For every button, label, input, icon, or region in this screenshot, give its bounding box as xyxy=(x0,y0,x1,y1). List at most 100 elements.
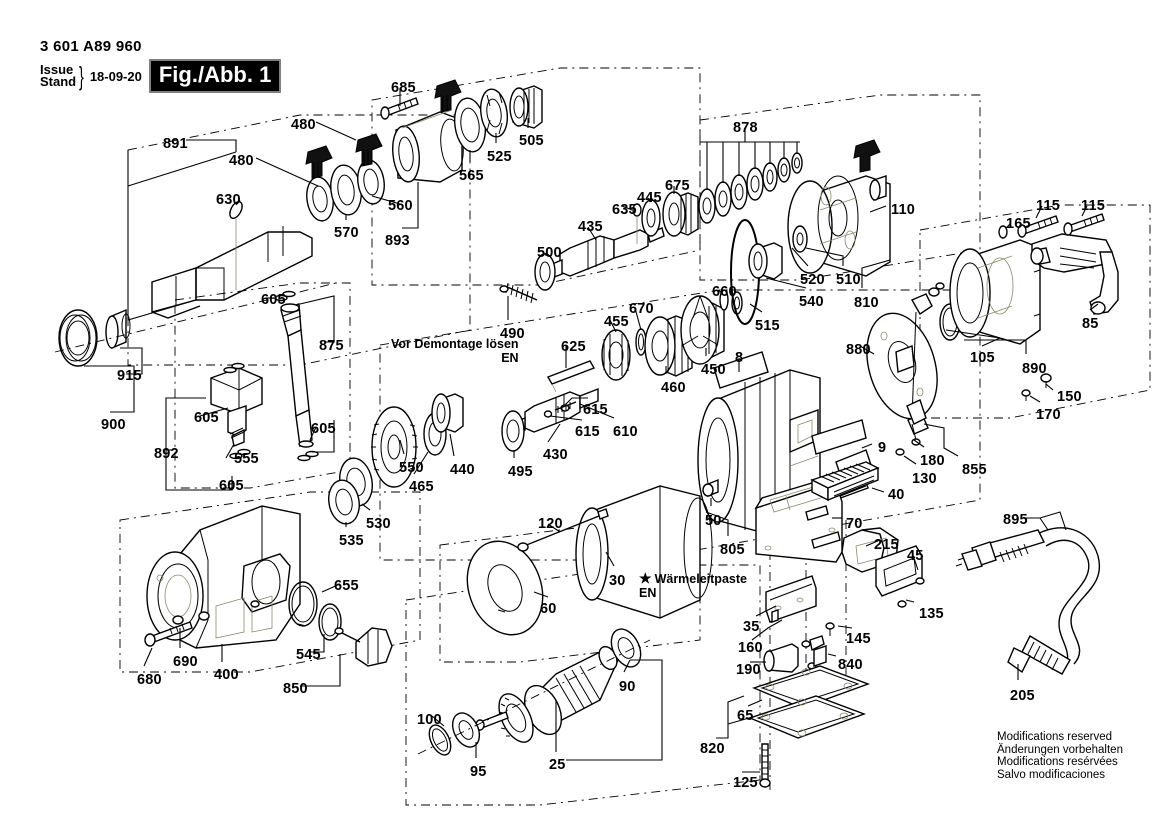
callout-540: 540 xyxy=(799,294,824,310)
callout-480: 480 xyxy=(229,153,254,169)
callout-915: 915 xyxy=(117,368,142,384)
callout-670: 670 xyxy=(629,301,654,317)
callout-810: 810 xyxy=(854,295,879,311)
callout-145: 145 xyxy=(846,631,871,647)
callout-400: 400 xyxy=(214,667,239,683)
callout-110: 110 xyxy=(891,202,915,218)
title-block: 3 601 A89 960 Issue Stand } 18-09-20 Fig… xyxy=(40,38,282,93)
callout-25: 25 xyxy=(549,757,566,773)
issue-date: 18-09-20 xyxy=(89,68,142,84)
callout-115: 115 xyxy=(1081,198,1105,214)
callout-70: 70 xyxy=(846,516,863,532)
callout-445: 445 xyxy=(637,190,662,206)
callout-615: 615 xyxy=(583,402,608,418)
spindle-assembly-891 xyxy=(151,201,313,319)
callout-100: 100 xyxy=(417,712,442,728)
bearing-510 xyxy=(792,225,808,253)
callout-150: 150 xyxy=(1057,389,1082,405)
callout-850: 850 xyxy=(283,681,308,697)
callout-450: 450 xyxy=(701,362,726,378)
callout-60: 60 xyxy=(540,601,557,617)
selector-knob-850 xyxy=(334,627,393,667)
callout-550: 550 xyxy=(399,460,424,476)
ring-545 xyxy=(318,603,342,641)
callout-125: 125 xyxy=(733,775,758,791)
seal-900 xyxy=(58,309,98,367)
legal-disclaimer: Modifications reserved Änderungen vorbeh… xyxy=(997,731,1123,781)
gasket-820 xyxy=(748,695,867,739)
callout-840: 840 xyxy=(838,657,863,673)
callout-690: 690 xyxy=(173,654,198,670)
callout-878: 878 xyxy=(733,120,758,136)
callout-130: 130 xyxy=(912,471,937,487)
callout-115: 115 xyxy=(1036,198,1060,214)
callout-160: 160 xyxy=(738,640,763,656)
callout-40: 40 xyxy=(888,487,905,503)
washer-165 xyxy=(998,225,1008,239)
washer-stack-480 xyxy=(305,79,462,222)
ring-100 xyxy=(428,724,452,756)
screw-680 xyxy=(144,621,193,647)
key-625 xyxy=(546,360,596,393)
callout-570: 570 xyxy=(334,225,359,241)
note-loosen-before-disassembly: Vor Demontage lösen EN xyxy=(391,337,519,365)
part-number: 3 601 A89 960 xyxy=(40,38,142,55)
bearing-440 xyxy=(431,393,464,433)
callout-605: 605 xyxy=(194,410,219,426)
spring-490 xyxy=(499,282,538,304)
callout-170: 170 xyxy=(1036,407,1061,423)
callout-490: 490 xyxy=(500,326,525,342)
callout-565: 565 xyxy=(459,168,484,184)
callout-615: 615 xyxy=(575,424,600,440)
callout-605: 605 xyxy=(261,292,286,308)
plate-8 xyxy=(713,351,769,389)
issue-stand-labels: Issue Stand xyxy=(40,62,77,89)
callout-520: 520 xyxy=(800,272,825,288)
handle-85 xyxy=(1030,233,1119,315)
callout-205: 205 xyxy=(1010,688,1035,704)
callout-30: 30 xyxy=(609,573,626,589)
cover-45 xyxy=(875,545,925,608)
callout-685: 685 xyxy=(391,80,416,96)
seal-655 xyxy=(288,581,318,627)
gear-550 xyxy=(371,406,418,488)
callout-190: 190 xyxy=(736,662,761,678)
callout-105: 105 xyxy=(970,350,995,366)
bearing-505 xyxy=(509,85,543,129)
callout-610: 610 xyxy=(613,424,638,440)
callout-635: 635 xyxy=(612,202,637,218)
callout-605: 605 xyxy=(311,421,336,437)
note-thermal-paste: ★Wärmeleitpaste EN xyxy=(639,570,747,600)
callout-891: 891 xyxy=(163,136,188,152)
armature-25 xyxy=(475,645,619,743)
callout-890: 890 xyxy=(1022,361,1047,377)
plate-9 xyxy=(811,419,867,455)
callout-855: 855 xyxy=(962,462,987,478)
callout-880: 880 xyxy=(846,342,871,358)
screw-125 xyxy=(759,743,771,788)
callout-900: 900 xyxy=(101,417,126,433)
gear-housing-400 xyxy=(146,505,301,649)
bearing-525 xyxy=(480,88,508,138)
callout-680: 680 xyxy=(137,672,162,688)
callout-455: 455 xyxy=(604,314,629,330)
callout-535: 535 xyxy=(339,533,364,549)
motor-housing-30 xyxy=(575,485,713,619)
cap-890 xyxy=(949,239,1041,345)
figure-label: Fig./Abb. 1 xyxy=(148,59,282,93)
ring-915 xyxy=(105,308,131,350)
callout-95: 95 xyxy=(470,764,487,780)
callout-435: 435 xyxy=(578,219,603,235)
screw-120 xyxy=(517,508,609,552)
callout-555: 555 xyxy=(234,451,259,467)
callout-500: 500 xyxy=(537,245,562,261)
gear-450 xyxy=(680,295,725,365)
bearing-495 xyxy=(501,410,525,452)
callout-35: 35 xyxy=(743,619,760,635)
callout-180: 180 xyxy=(920,453,945,469)
seal-535 xyxy=(328,479,360,525)
callout-85: 85 xyxy=(1082,316,1099,332)
callout-805: 805 xyxy=(720,542,745,558)
